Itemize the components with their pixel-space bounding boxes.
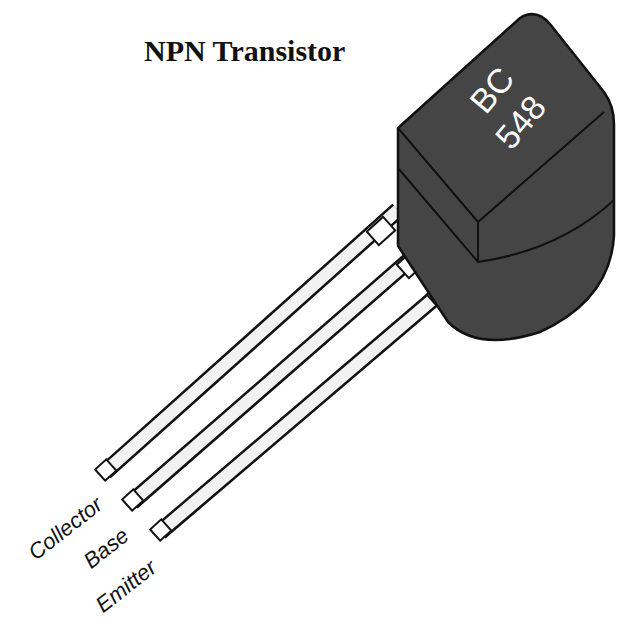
lead-end	[150, 519, 171, 540]
body-edge	[397, 128, 399, 246]
package-body	[398, 14, 614, 340]
lead	[161, 278, 458, 531]
lead-outline	[105, 210, 398, 472]
to92-body	[398, 14, 614, 340]
lead-outline	[132, 244, 428, 502]
lead-outline	[160, 278, 458, 532]
body-edge	[477, 222, 479, 262]
leads	[95, 210, 458, 541]
diagram-title: NPN Transistor	[144, 36, 345, 66]
lead-kink	[367, 217, 395, 245]
lead-end	[122, 489, 143, 510]
pin-name: Base	[80, 524, 133, 572]
body-band	[398, 168, 614, 262]
lead	[133, 244, 428, 501]
lead	[106, 210, 398, 471]
lead-end	[95, 459, 116, 480]
